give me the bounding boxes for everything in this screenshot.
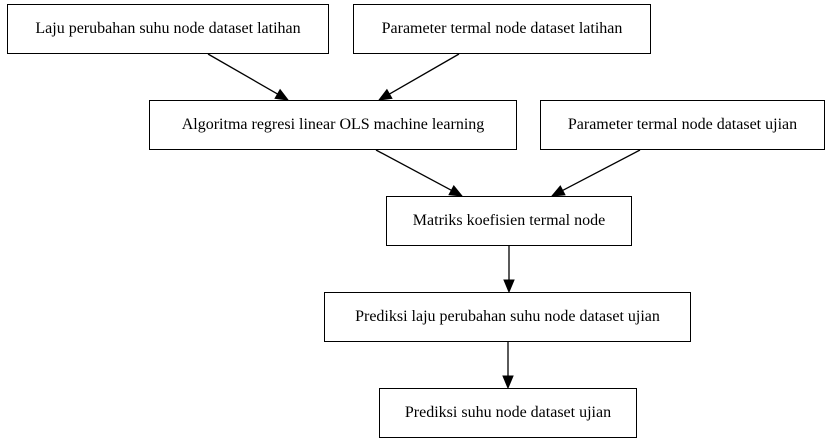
edge-line xyxy=(207,53,278,95)
node-prediksi-suhu: Prediksi suhu node dataset ujian xyxy=(379,388,637,438)
node-algoritma-regresi-ols: Algoritma regresi linear OLS machine lea… xyxy=(149,100,517,150)
arrowhead-icon xyxy=(448,185,464,197)
edge-ols-to-matriks xyxy=(375,149,464,197)
arrowhead-icon xyxy=(502,375,514,390)
arrowhead-icon xyxy=(503,279,515,294)
arrowhead-icon xyxy=(377,88,393,101)
node-parameter-termal-ujian: Parameter termal node dataset ujian xyxy=(540,100,825,150)
arrowhead-icon xyxy=(550,185,566,197)
edge-line xyxy=(375,149,452,191)
edge-param_latih-to-ols xyxy=(377,53,460,101)
edge-laju_latih-to-ols xyxy=(207,53,290,101)
node-prediksi-laju-perubahan-suhu: Prediksi laju perubahan suhu node datase… xyxy=(324,292,691,342)
arrowhead-icon xyxy=(274,88,290,101)
node-laju-perubahan-suhu-latihan: Laju perubahan suhu node dataset latihan xyxy=(7,4,329,54)
edge-matriks-to-prediksi_laju xyxy=(503,246,515,294)
edge-param_ujian-to-matriks xyxy=(550,149,641,197)
edge-line xyxy=(562,149,641,192)
node-parameter-termal-latihan: Parameter termal node dataset latihan xyxy=(353,4,651,54)
edge-line xyxy=(389,53,460,95)
node-matriks-koefisien: Matriks koefisien termal node xyxy=(386,196,632,246)
edge-prediksi_laju-to-prediksi_suhu xyxy=(502,342,514,390)
